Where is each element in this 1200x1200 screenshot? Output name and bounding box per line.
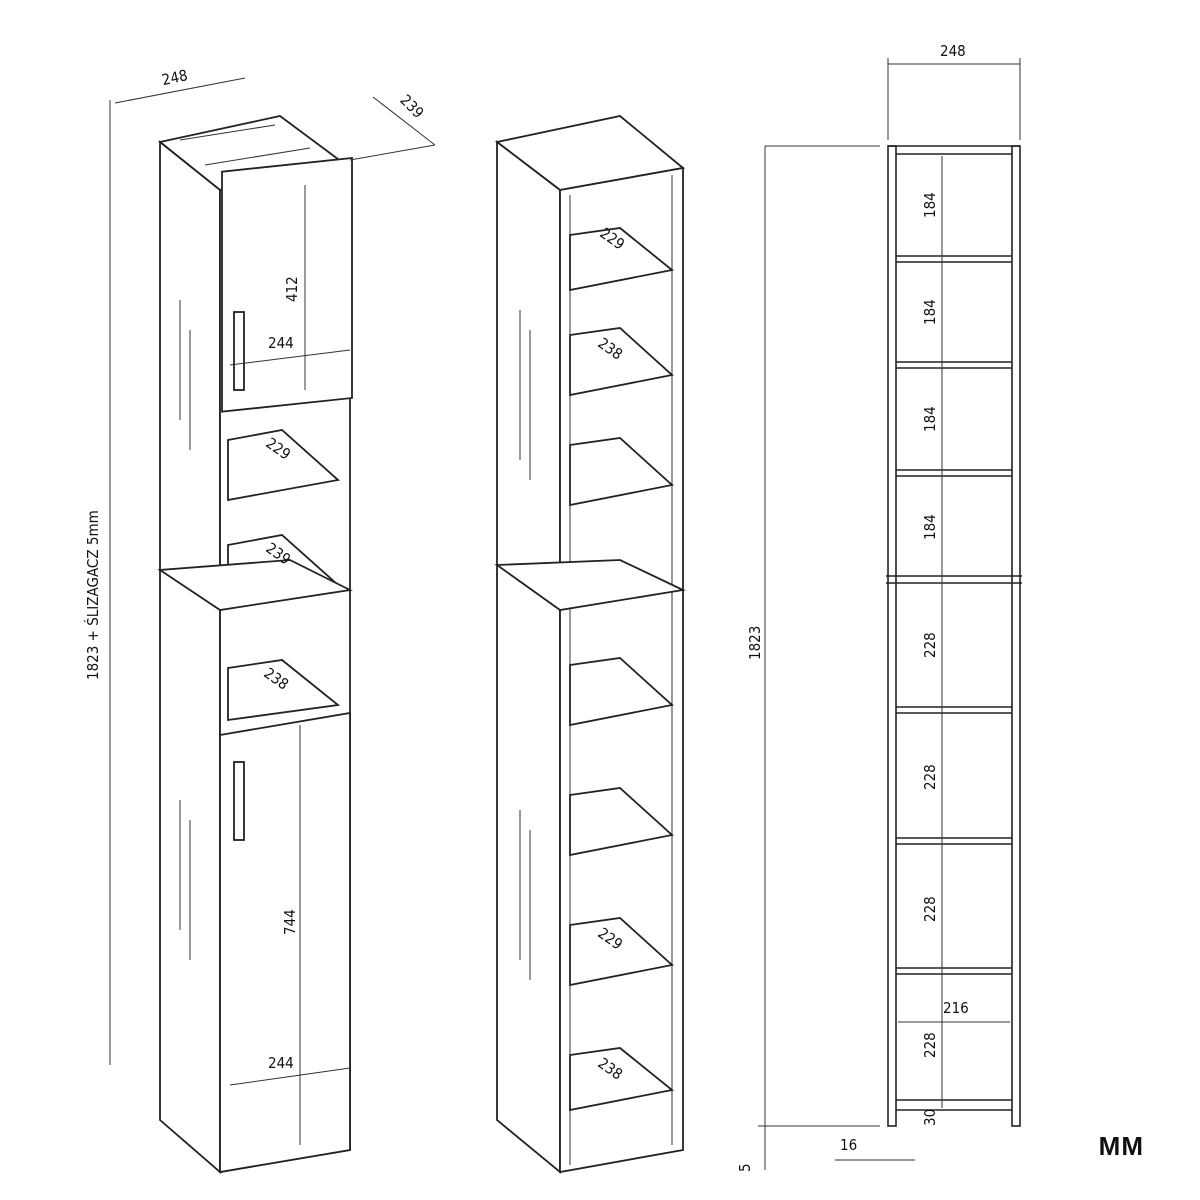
- shelf-1: [227, 429, 340, 502]
- compartment-label: 228: [921, 764, 939, 790]
- upper-door: [221, 157, 353, 413]
- lower-door-height-label: 744: [281, 909, 299, 935]
- compartment-label: 184: [921, 299, 939, 325]
- middle-divider: [157, 559, 353, 611]
- shelves: [569, 227, 675, 1112]
- upper-door-height-label: 412: [283, 276, 301, 302]
- compartment-label: 184: [921, 514, 939, 540]
- total-height-label: 1823 + ŚLIZAGACZ 5mm: [83, 510, 102, 680]
- width-label: 248: [160, 66, 189, 89]
- middle-divider: [494, 559, 686, 611]
- cabinet-open-view: 229 238 229 238: [494, 115, 686, 1174]
- compartment-label: 228: [921, 896, 939, 922]
- side-panel: [496, 140, 561, 1174]
- section-view: 248 1823 184 184 184 184 228 228 228 228…: [736, 42, 1022, 1172]
- lower-door-width-label: 244: [268, 1054, 294, 1072]
- unit-label: MM: [1098, 1131, 1144, 1161]
- depth-label: 239: [396, 91, 427, 122]
- compartment-label: 228: [921, 632, 939, 658]
- compartment-label: 184: [921, 406, 939, 432]
- glide-height-label: 5: [736, 1163, 754, 1172]
- compartment-label: 184: [921, 192, 939, 218]
- upper-handle: [233, 311, 245, 391]
- section-height-label: 1823: [746, 626, 764, 660]
- side-thickness-label: 16: [840, 1136, 857, 1154]
- upper-door-width-label: 244: [268, 334, 294, 352]
- plinth-height-label: 30: [921, 1109, 939, 1126]
- lower-door: [219, 711, 351, 1174]
- cabinet-closed-view: 248 239 1823 + ŚLIZAGACZ 5mm 412 244 229…: [83, 66, 436, 1174]
- inner-width-label: 216: [943, 999, 969, 1017]
- section-shelves: [886, 255, 1022, 1111]
- side-panel: [159, 140, 221, 1174]
- lower-handle: [233, 761, 245, 841]
- compartment-label: 228: [921, 1032, 939, 1058]
- section-width-label: 248: [940, 42, 966, 60]
- shelf-3: [227, 659, 341, 722]
